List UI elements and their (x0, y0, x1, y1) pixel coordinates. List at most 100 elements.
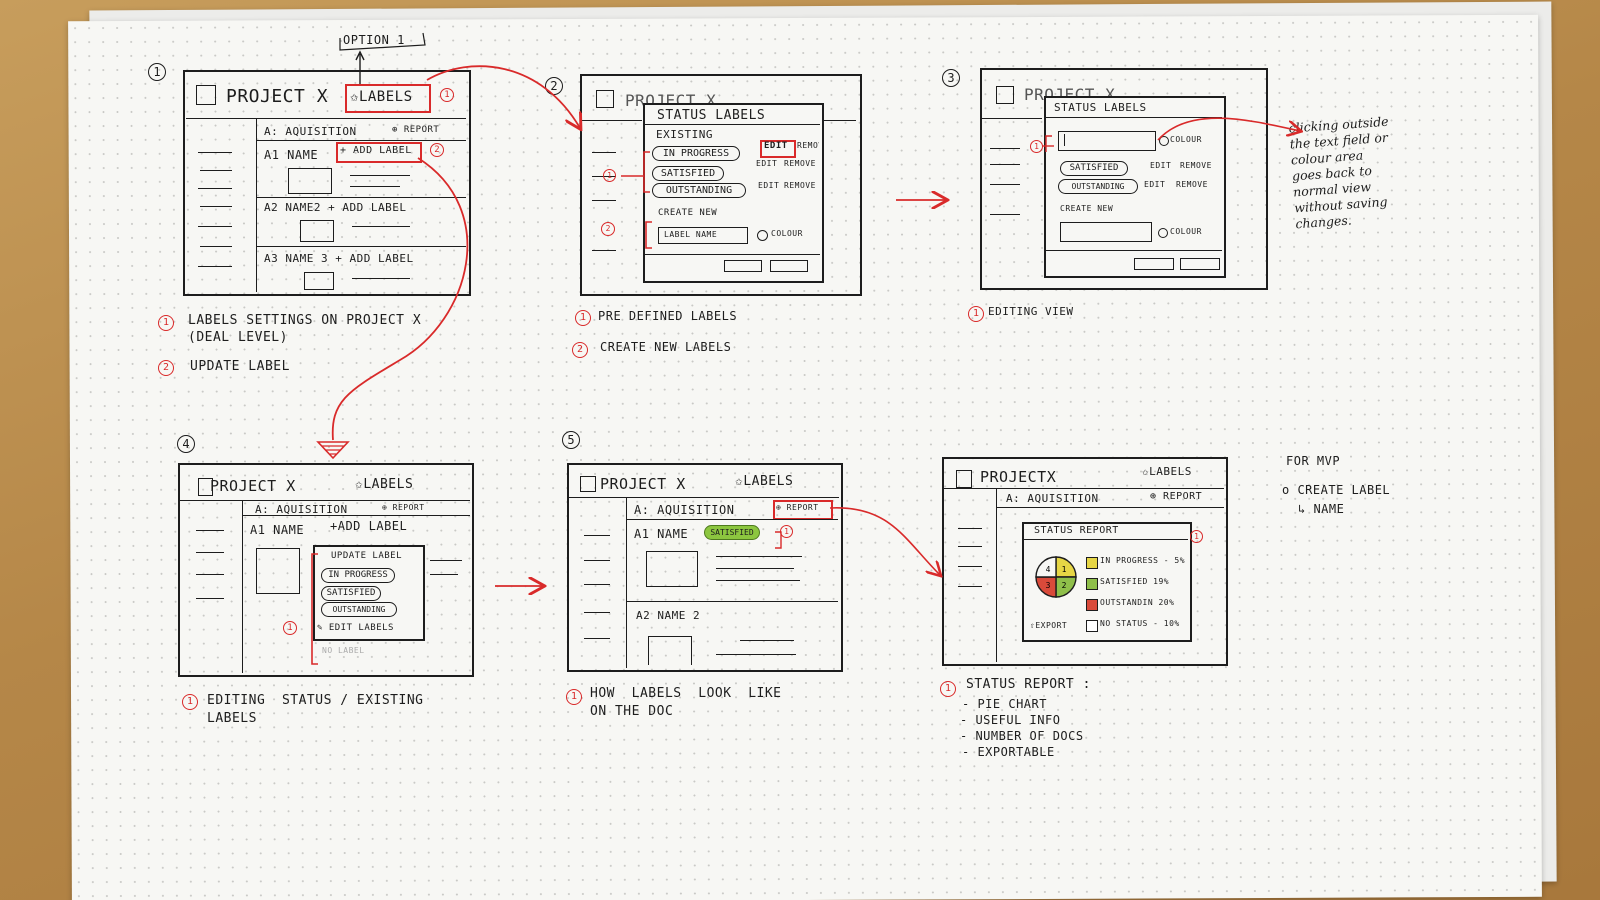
labels-button[interactable]: ✩LABELS (735, 474, 793, 489)
labels-button-text: LABELS (358, 89, 413, 105)
note-text: UPDATE LABEL (190, 359, 290, 374)
sidebar-line (592, 152, 616, 153)
section-divider (996, 507, 1224, 508)
text-line (350, 175, 410, 176)
pie-wedge-number: 1 (1062, 565, 1067, 574)
annotation-text: clicking outside the text field or colou… (1288, 113, 1390, 232)
checkbox-icon (956, 470, 972, 488)
remove-button[interactable]: REMOVE (1176, 180, 1208, 189)
colour-swatch-icon[interactable] (757, 230, 768, 241)
label-option[interactable]: IN PROGRESS (321, 568, 395, 583)
mvp-item: o CREATE LABEL (1282, 483, 1391, 497)
checkbox-icon (196, 85, 216, 105)
step-number-5: 5 (562, 431, 580, 449)
sidebar-line (584, 535, 610, 536)
status-chip[interactable]: SATISFIED (704, 525, 760, 540)
callout-marker-1: 1 (283, 621, 297, 635)
label-pill[interactable]: SATISFIED (652, 166, 724, 181)
label-pill[interactable]: SATISFIED (1060, 161, 1128, 176)
dialog-divider (645, 124, 820, 125)
sidebar-line (196, 598, 224, 599)
sidebar-line (198, 226, 232, 227)
sidebar-line (200, 206, 232, 207)
text-line (740, 640, 794, 641)
label-name-input[interactable] (658, 227, 748, 244)
pie-wedge-number: 3 (1046, 581, 1051, 590)
checkbox-icon (596, 90, 614, 108)
export-button[interactable]: ⇧EXPORT (1030, 621, 1067, 630)
text-line (716, 568, 794, 569)
sidebar-line (990, 148, 1020, 149)
mvp-title: FOR MVP (1286, 454, 1341, 468)
labels-button[interactable]: ✩LABELS (355, 477, 413, 492)
remove-button[interactable]: REMOVE (784, 181, 816, 190)
edit-button[interactable]: EDIT (756, 159, 778, 168)
report-link[interactable]: ⊕ REPORT (382, 503, 425, 512)
colour-swatch-icon[interactable] (1159, 136, 1169, 146)
report-link[interactable]: ⊕ REPORT (392, 125, 439, 135)
remove-button[interactable]: REMOVE (784, 159, 816, 168)
legend-label: OUTSTANDIN 20% (1100, 598, 1175, 607)
doc-thumbnail (648, 636, 692, 665)
section-title: A: AQUISITION (264, 125, 357, 138)
note-text: EDITING STATUS / EXISTING LABELS (207, 693, 424, 726)
existing-heading: EXISTING (656, 128, 713, 141)
label-pill[interactable]: OUTSTANDING (1058, 179, 1138, 194)
text-line (430, 574, 458, 575)
section-title: A: AQUISITION (1006, 492, 1099, 505)
pie-wedge-number: 2 (1062, 581, 1067, 590)
remove-button[interactable]: REMOVE (797, 141, 819, 150)
bullet-item: - PIE CHART (962, 697, 1047, 711)
sidebar-line (196, 530, 224, 531)
edit-button[interactable]: EDIT (758, 181, 780, 190)
update-label-popup (313, 545, 425, 641)
add-label-button[interactable]: + ADD LABEL (340, 145, 412, 156)
mockup-frame (178, 463, 474, 677)
export-text: EXPORT (1035, 621, 1068, 630)
export-icon: ⇧ (1030, 621, 1036, 630)
label-name-input[interactable] (1058, 131, 1156, 151)
label-pill[interactable]: OUTSTANDING (652, 183, 746, 198)
status-labels-dialog (643, 103, 824, 283)
edit-button[interactable]: EDIT (764, 141, 788, 151)
remove-button[interactable]: REMOVE (1180, 161, 1212, 170)
sidebar-line (990, 164, 1020, 165)
plus-circle-icon: ⊕ (776, 503, 787, 512)
labels-button[interactable]: ✩LABELS (1142, 465, 1192, 478)
colour-swatch-icon[interactable] (1158, 228, 1168, 238)
sidebar-divider (256, 118, 257, 292)
label-name-input[interactable] (1060, 222, 1152, 242)
label-option[interactable]: SATISFIED (321, 586, 381, 601)
bullet-item: - NUMBER OF DOCS (960, 729, 1084, 743)
sidebar-line (584, 560, 610, 561)
labels-button[interactable]: ✩LABELS (350, 89, 413, 105)
label-option[interactable]: OUTSTANDING (321, 602, 397, 617)
text-line (352, 278, 410, 279)
step-number-4: 4 (177, 435, 195, 453)
label-pill[interactable]: IN PROGRESS (652, 146, 740, 161)
dialog-button[interactable] (1180, 258, 1220, 270)
mockup-frame (580, 74, 862, 296)
legend-swatch (1086, 599, 1098, 611)
add-label-button[interactable]: +ADD LABEL (330, 519, 408, 533)
edit-labels-button[interactable]: ✎ EDIT LABELS (317, 623, 394, 633)
no-label-option[interactable]: NO LABEL (322, 646, 365, 655)
row-name: A2 NAME 2 (636, 609, 701, 622)
sidebar-line (592, 200, 616, 201)
report-link[interactable]: ⊕ REPORT (1150, 491, 1202, 502)
sidebar-divider (626, 497, 627, 668)
step-number-2: 2 (545, 77, 563, 95)
edit-labels-text: EDIT LABELS (328, 623, 394, 633)
row-name: A1 NAME (250, 523, 305, 537)
sidebar-line (592, 250, 616, 251)
header-divider (569, 497, 839, 498)
dialog-button[interactable] (1134, 258, 1174, 270)
project-title: PROJECT X (210, 477, 296, 495)
edit-button[interactable]: EDIT (1144, 180, 1166, 189)
report-link[interactable]: ⊕ REPORT (776, 503, 819, 512)
dialog-button[interactable] (770, 260, 808, 272)
note-text: EDITING VIEW (988, 305, 1074, 318)
dialog-button[interactable] (724, 260, 762, 272)
colour-label: COLOUR (1170, 135, 1202, 144)
edit-button[interactable]: EDIT (1150, 161, 1172, 170)
